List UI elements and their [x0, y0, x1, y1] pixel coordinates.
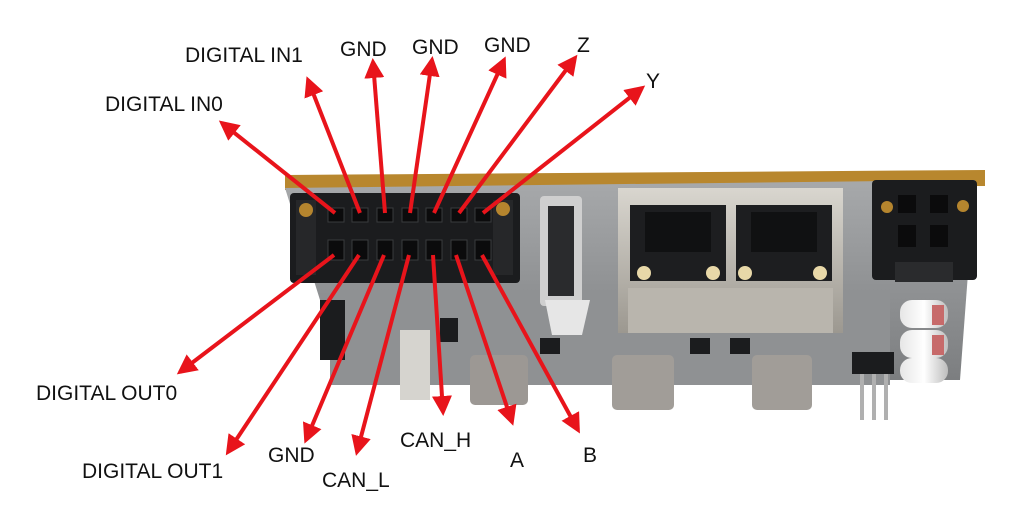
label-gnd-top-2: GND — [412, 36, 459, 59]
bottom-components — [320, 300, 812, 410]
label-digital-in0: DIGITAL IN0 — [105, 93, 223, 116]
arrow-digital-in0 — [218, 120, 337, 215]
label-gnd-top-1: GND — [340, 38, 387, 61]
arrow-b — [480, 254, 580, 434]
label-b: B — [583, 444, 598, 467]
arrow-digital-out0 — [176, 253, 336, 375]
power-connector — [872, 180, 977, 282]
arrow-digital-out1 — [225, 253, 361, 456]
arrow-gnd-bottom — [303, 254, 386, 444]
label-digital-out0: DIGITAL OUT0 — [36, 382, 178, 405]
label-can-h: CAN_H — [400, 429, 472, 452]
arrow-can-l — [351, 254, 411, 456]
label-gnd-top-3: GND — [484, 34, 531, 57]
arrow-y — [481, 85, 646, 215]
label-a: A — [510, 449, 525, 472]
hdmi-connector — [540, 196, 590, 335]
arrow-gnd-top-2 — [408, 56, 440, 214]
pin-arrows — [176, 54, 646, 456]
dual-rj45-connector — [618, 188, 843, 333]
terminal-block-connector — [290, 193, 520, 283]
arrow-digital-in1 — [304, 76, 362, 214]
capacitors — [900, 300, 948, 383]
arrow-gnd-top-1 — [364, 58, 387, 214]
arrow-gnd-top-3 — [432, 56, 507, 214]
label-z: Z — [577, 34, 590, 57]
label-can-l: CAN_L — [322, 469, 390, 492]
arrow-can-h — [431, 254, 452, 416]
label-digital-out1: DIGITAL OUT1 — [82, 460, 224, 483]
label-gnd-bottom: GND — [268, 444, 315, 467]
label-y: Y — [646, 70, 661, 93]
label-digital-in1: DIGITAL IN1 — [185, 44, 303, 67]
arrow-a — [454, 254, 517, 426]
arrow-z — [457, 54, 578, 215]
